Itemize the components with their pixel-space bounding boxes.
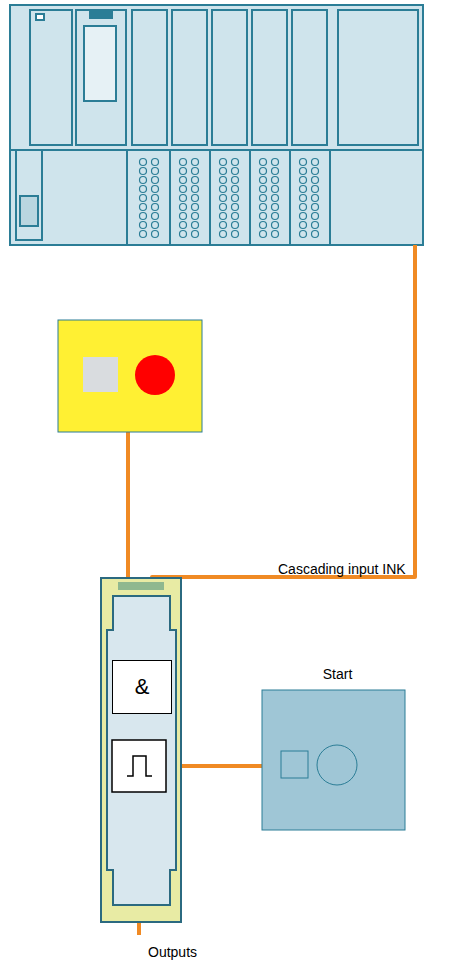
signal-label: Cascading input INK bbox=[278, 561, 406, 577]
start-button-icons bbox=[262, 690, 405, 830]
logic-and-box: & bbox=[112, 660, 172, 714]
emergency-stop bbox=[58, 320, 202, 432]
output-label: Outputs bbox=[148, 944, 197, 960]
node-heading: Start bbox=[262, 666, 413, 682]
pulse-symbol-box bbox=[112, 740, 166, 792]
start-button-box: Start bbox=[262, 690, 413, 830]
safety-relay bbox=[101, 578, 181, 922]
plc-rack bbox=[10, 5, 423, 245]
terminal-rows bbox=[140, 159, 319, 238]
logic-symbol: & bbox=[113, 661, 171, 713]
